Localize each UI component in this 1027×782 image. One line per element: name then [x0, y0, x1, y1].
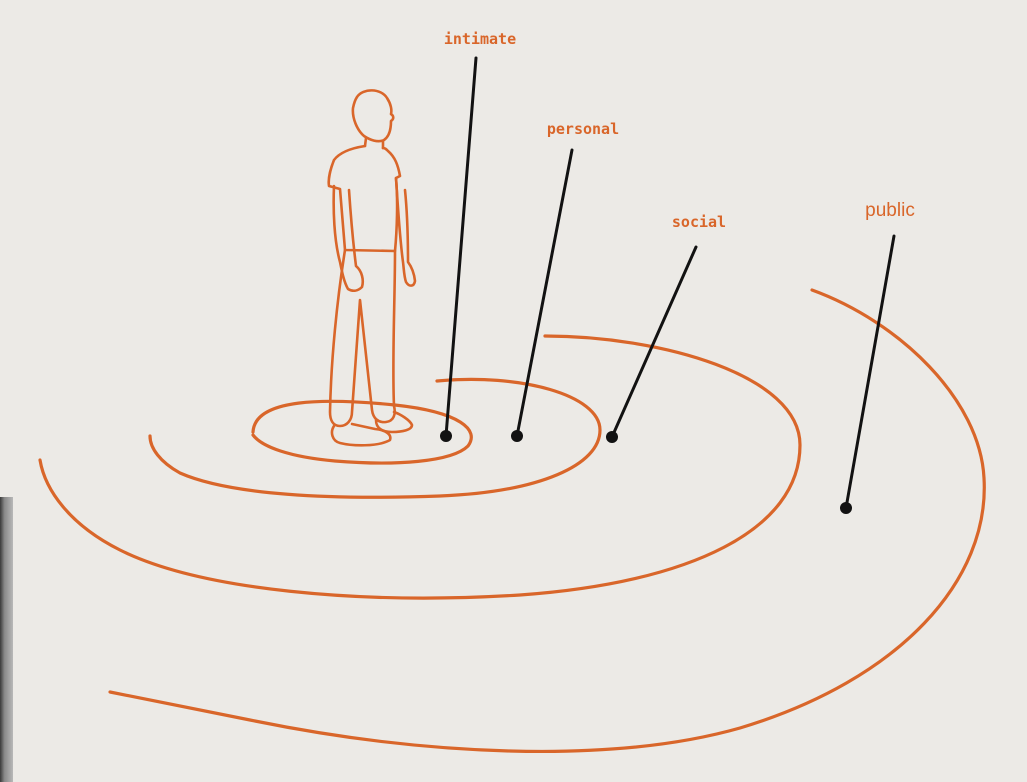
- social-zone-ring: [40, 336, 800, 598]
- public-pointer-line: [846, 236, 894, 508]
- intimate-label: intimate: [444, 30, 516, 48]
- personal-label: personal: [547, 120, 619, 138]
- personal-zone-ring: [150, 379, 600, 497]
- intimate-marker-dot: [440, 430, 452, 442]
- public-marker-dot: [840, 502, 852, 514]
- personal-marker-dot: [511, 430, 523, 442]
- social-label: social: [672, 213, 726, 231]
- social-marker-dot: [606, 431, 618, 443]
- intimate-zone-ring: [253, 401, 471, 463]
- public-zone-ring: [110, 290, 984, 751]
- public-label: public: [865, 200, 915, 221]
- standing-person-icon: [329, 90, 415, 445]
